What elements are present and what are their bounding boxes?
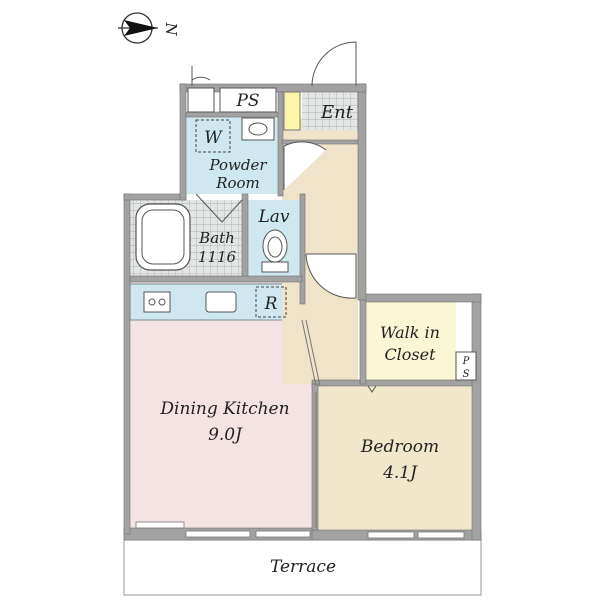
entrance-door-swing xyxy=(311,41,357,87)
refrigerator-label: R xyxy=(264,294,278,314)
powder-room-door-swing xyxy=(195,193,243,223)
meter-box xyxy=(187,66,215,113)
compass-north-label: N xyxy=(162,21,180,36)
dining-kitchen-label-line1: Dining Kitchen xyxy=(159,399,289,419)
powder-room-door-arc xyxy=(283,141,327,190)
walls xyxy=(123,83,482,541)
ps-top-label: PS xyxy=(235,91,259,111)
compass: N xyxy=(118,12,180,44)
ps-side-box xyxy=(455,351,477,381)
toilet-tank-icon xyxy=(261,261,289,273)
walk-in-closet-label-line1: Walk in xyxy=(380,323,440,342)
entrance-floor xyxy=(302,92,358,130)
walk-in-closet: Walk in Closet xyxy=(367,323,440,393)
toilet-icon xyxy=(262,229,288,263)
walk-in-closet-floor xyxy=(366,302,456,380)
walk-in-closet-label-line2: Closet xyxy=(384,345,436,364)
dining-kitchen-label-line2: 9.0J xyxy=(208,425,243,445)
terrace-area xyxy=(123,539,482,596)
kitchen: R xyxy=(143,286,287,318)
ps-side: P S xyxy=(455,351,477,381)
refrigerator-box xyxy=(255,286,287,318)
ps-top: PS xyxy=(219,87,277,113)
entrance: Ent xyxy=(283,41,357,131)
ps-side-label-p: P xyxy=(462,356,470,367)
lavatory: Lav xyxy=(257,207,290,273)
shoe-cabinet xyxy=(283,91,301,131)
north-arrow-icon xyxy=(124,20,158,36)
bath-label-line1: Bath xyxy=(198,229,235,247)
closet-door-marker xyxy=(367,385,377,393)
bathtub-icon xyxy=(135,203,191,271)
washbasin-icon xyxy=(241,117,275,141)
entrance-label: Ent xyxy=(320,102,354,123)
washer-box xyxy=(195,119,231,153)
terrace-label: Terrace xyxy=(270,557,336,577)
bedroom-label-line2: 4.1J xyxy=(382,463,418,483)
stove-icon xyxy=(143,291,171,313)
powder-room: W Powder Room xyxy=(195,117,275,223)
bath-label-line2: 1116 xyxy=(198,248,237,266)
bedroom-label-line1: Bedroom xyxy=(360,437,439,457)
windows xyxy=(135,521,465,539)
sink-icon xyxy=(205,291,237,313)
ps-top-box xyxy=(219,87,277,113)
sliding-door xyxy=(301,319,321,528)
hallway-door-arc xyxy=(305,253,357,299)
bath: Bath 1116 xyxy=(135,203,237,271)
powder-room-label-line1: Powder xyxy=(208,156,267,174)
powder-room-label-line2: Room xyxy=(215,174,260,192)
lavatory-label: Lav xyxy=(257,207,289,227)
ps-side-label-s: S xyxy=(463,369,470,380)
washer-label: W xyxy=(204,128,223,148)
bedroom-floor xyxy=(318,386,472,532)
